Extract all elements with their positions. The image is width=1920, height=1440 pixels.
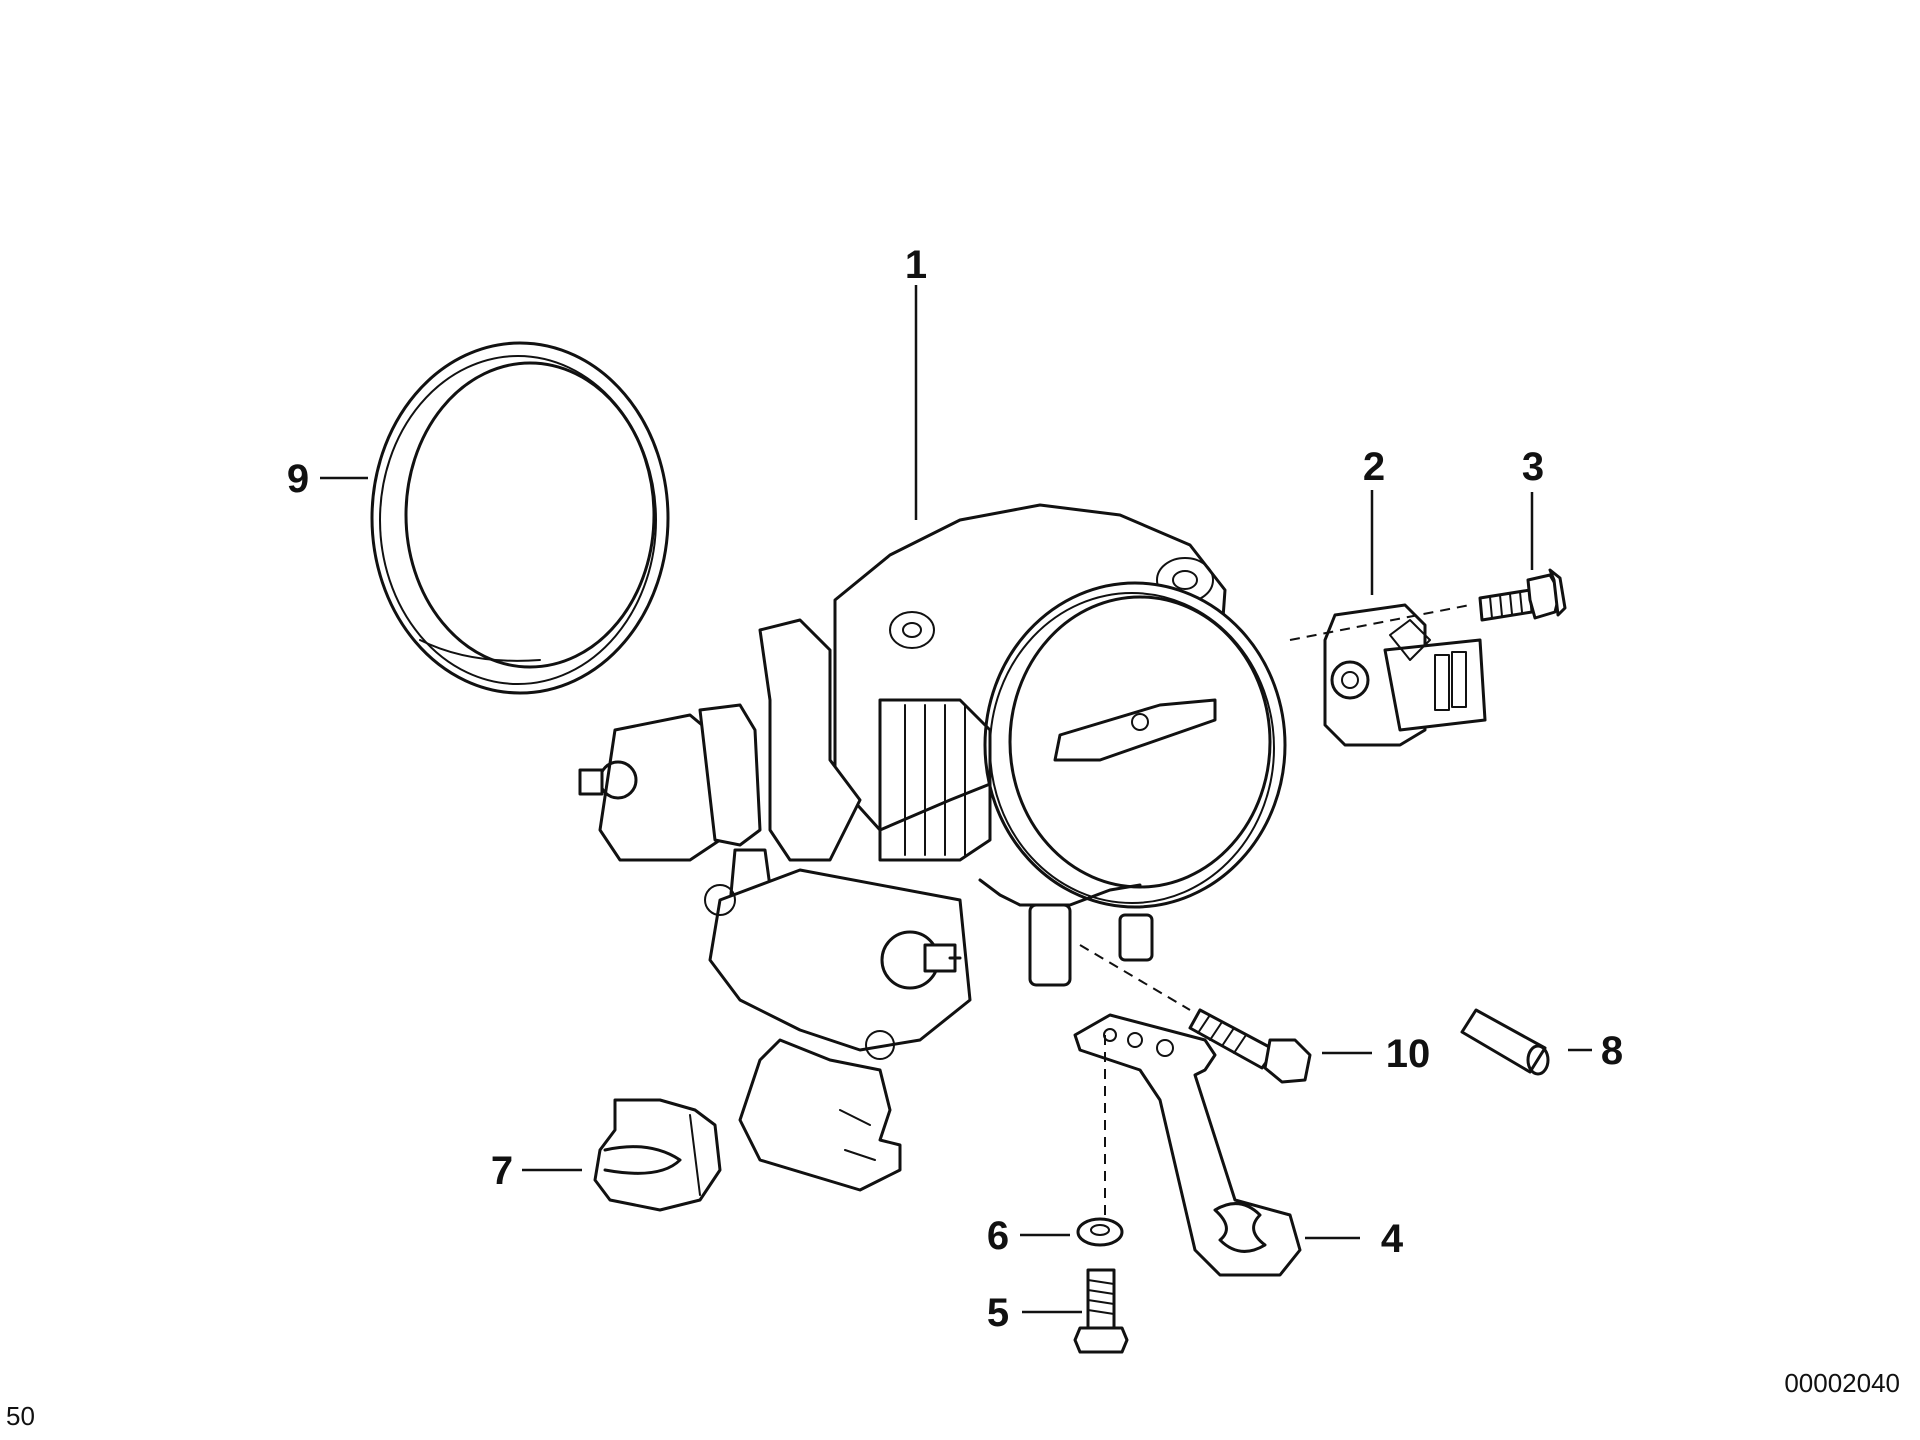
callout-4: 4 [1381, 1217, 1404, 1261]
throttle-position-sensor-icon [1323, 603, 1487, 747]
diagram-number: 00002040 [1784, 1368, 1900, 1398]
leader-lines [320, 285, 1592, 1314]
callout-labels: 1 2 3 4 5 6 7 8 9 10 [287, 243, 1623, 1335]
callout-1: 1 [905, 243, 927, 287]
bracket-icon [1073, 1013, 1302, 1277]
clip-icon [593, 1098, 722, 1212]
callout-8: 8 [1601, 1029, 1623, 1073]
callout-10: 10 [1386, 1032, 1431, 1076]
bolt-icon [1478, 568, 1567, 622]
bolt-icon [1188, 1008, 1312, 1084]
bolt-icon [1073, 1268, 1129, 1354]
callout-6: 6 [987, 1214, 1009, 1258]
page-fragment: 50 [6, 1401, 35, 1431]
callout-3: 3 [1522, 445, 1544, 489]
callout-9: 9 [287, 457, 309, 501]
pin-icon [1460, 1008, 1550, 1076]
callout-5: 5 [987, 1291, 1009, 1335]
throttle-body-icon [578, 503, 1287, 1192]
rubber-ring-icon [370, 341, 670, 695]
washer-icon [1076, 1217, 1124, 1247]
callout-2: 2 [1363, 445, 1385, 489]
callout-7: 7 [491, 1149, 513, 1193]
